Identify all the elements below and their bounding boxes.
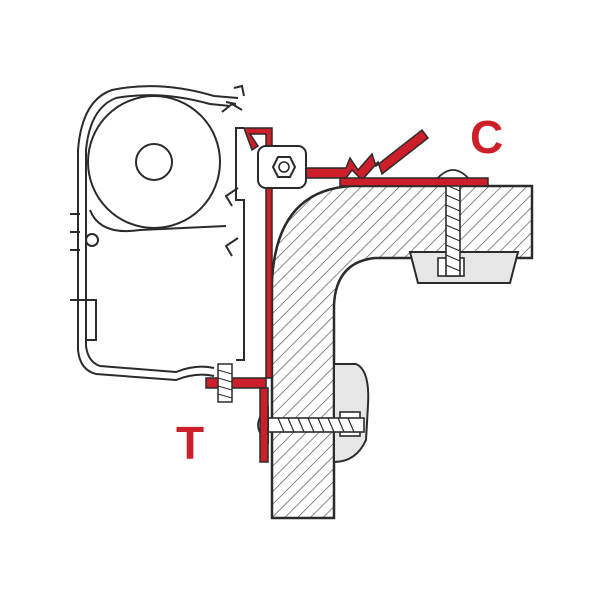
wall-nut-block <box>333 363 370 464</box>
bracket-label-c: C <box>470 111 504 163</box>
roller-tube-icon <box>87 95 243 232</box>
hex-bolt-icon <box>257 145 307 189</box>
vehicle-roof-section <box>270 184 534 520</box>
bracket-label-t: T <box>176 417 205 469</box>
roof-nut-block <box>408 251 520 284</box>
t-bracket-bolt <box>217 363 233 403</box>
c-bracket <box>275 128 489 187</box>
